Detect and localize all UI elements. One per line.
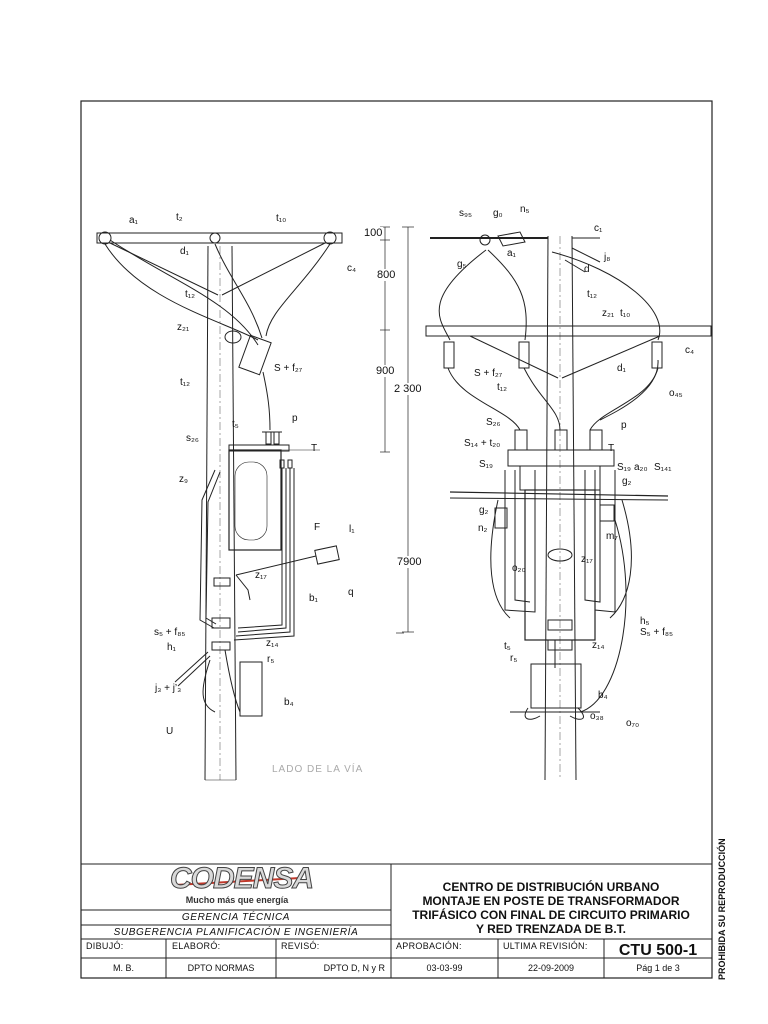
label-o38: o₃₈ (590, 711, 604, 722)
label-o45: o₄₅ (669, 388, 683, 399)
label-s26-right: S₂₆ (486, 417, 501, 428)
label-z21-right: z₂₁ (602, 308, 615, 319)
subgerencia-label: SUBGERENCIA PLANIFICACIÓN E INGENIERÍA (113, 927, 359, 938)
header-dibujo: DIBUJÓ: (86, 941, 124, 951)
label-c1: c₁ (594, 223, 603, 234)
label-d1: d₁ (180, 246, 189, 257)
drawing-title-line-1: CENTRO DE DISTRIBUCIÓN URBANO (442, 880, 660, 894)
label-t12-top: t₁₂ (185, 289, 196, 300)
label-t10: t₁₀ (276, 213, 287, 224)
dimension-100: 100 (363, 227, 384, 239)
company-logo: CODENSA (170, 862, 315, 896)
label-T-right: T (608, 443, 615, 454)
label-t5-right: t₅ (504, 641, 511, 652)
reproduction-notice: PROHIBIDA SU REPRODUCCIÓN (717, 838, 727, 980)
title-block-lines (80, 863, 713, 979)
label-T: T (311, 443, 318, 454)
label-s14-t20: S₁₄ + t₂₀ (464, 438, 501, 449)
drawing-title-line-4: Y RED TRENZADA DE B.T. (475, 922, 626, 936)
value-reviso: DPTO D, N y R (323, 963, 385, 973)
label-U: U (166, 726, 174, 737)
label-z21: z₂₁ (177, 322, 190, 333)
label-l1: l₁ (349, 524, 355, 535)
header-aprobacion: APROBACIÓN: (396, 941, 462, 951)
label-g5: g₅ (457, 259, 467, 270)
label-j8: j₈ (604, 252, 611, 263)
label-s-f27: S + f₂₇ (274, 363, 303, 374)
dimension-800: 800 (376, 269, 397, 281)
label-h1: h₁ (167, 642, 176, 653)
drawing-title-line-2: MONTAJE EN POSTE DE TRANSFORMADOR (422, 894, 680, 908)
label-o70: o₇₀ (626, 718, 640, 729)
label-g2-left: g₂ (479, 505, 489, 516)
label-s5-f85: s₅ + f₈₅ (154, 627, 186, 638)
value-dibujo: M. B. (112, 963, 134, 973)
label-s95: s₉₅ (459, 208, 472, 219)
label-d: d (584, 264, 590, 275)
label-m7: m₇ (606, 531, 618, 542)
dimension-900: 900 (375, 365, 396, 377)
label-q: q (348, 587, 354, 598)
label-a20: a₂₀ (634, 462, 648, 473)
label-g0: g₀ (493, 208, 503, 219)
label-t2: t₂ (176, 212, 183, 223)
label-t12-mid-right: t₁₂ (497, 382, 508, 393)
header-ultima-revision: ULTIMA REVISIÓN: (503, 941, 588, 951)
label-j3: j₃ + j’₃ (155, 683, 182, 694)
label-z17-right: z₁₇ (581, 554, 593, 565)
label-h5: h₅ (640, 616, 650, 627)
dimension-lines (380, 226, 414, 634)
label-b4-right: b₄ (598, 690, 608, 701)
value-ultima-revision: 22-09-2009 (527, 963, 575, 973)
value-elaboro: DPTO NORMAS (187, 963, 255, 973)
logo-tagline: Mucho más que energía (185, 895, 289, 905)
label-z14-right: z₁₄ (592, 640, 605, 651)
label-b1: b₁ (309, 593, 318, 604)
road-side-label: LADO DE LA VÍA (272, 764, 364, 775)
drawing-title-line-3: TRIFÁSICO CON FINAL DE CIRCUITO PRIMARIO (412, 908, 690, 922)
header-reviso: REVISÓ: (281, 941, 320, 951)
label-s-f27-right: S + f₂₇ (474, 368, 503, 379)
label-z17: z₁₇ (255, 570, 267, 581)
label-o20: o₂₀ (512, 563, 526, 574)
gerencia-label: GERENCIA TÉCNICA (181, 912, 291, 923)
label-p: p (292, 413, 298, 424)
left-pole-view (96, 231, 343, 781)
label-F: F (314, 522, 321, 533)
label-z14: z₁₄ (266, 638, 279, 649)
label-c4: c₄ (347, 263, 357, 274)
label-r5-right: r₅ (510, 653, 518, 664)
value-aprobacion: 03-03-99 (426, 963, 463, 973)
label-s19-left: S₁₉ (479, 459, 494, 470)
dimension-2300: 2 300 (393, 383, 423, 395)
label-s141: S₁₄₁ (654, 462, 672, 473)
header-elaboro: ELABORÓ: (172, 941, 221, 951)
label-n5: n₅ (520, 204, 530, 215)
label-z9: z₉ (179, 474, 188, 485)
drawing-code: CTU 500-1 (618, 942, 698, 959)
label-g2-right: g₂ (622, 476, 632, 487)
label-t10-right: t₁₀ (620, 308, 631, 319)
label-t12-top-right: t₁₂ (587, 289, 598, 300)
label-s5-f85-right: S₅ + f₈₅ (640, 627, 674, 638)
label-c4-right: c₄ (685, 345, 695, 356)
label-t5: t₅ (232, 419, 239, 430)
dimension-7900: 7900 (396, 556, 423, 568)
label-s26: s₂₆ (186, 433, 199, 444)
right-pole-view (425, 231, 712, 781)
label-b4: b₄ (284, 697, 294, 708)
label-n2: n₂ (478, 523, 488, 534)
page-number: Pág 1 de 3 (636, 963, 680, 973)
label-t12-mid: t₁₂ (180, 377, 191, 388)
label-r5: r₅ (267, 654, 275, 665)
label-a1-right: a₁ (507, 248, 516, 259)
logo-swoosh (174, 877, 301, 886)
label-a1: a₁ (129, 215, 138, 226)
label-p-right: p (621, 420, 627, 431)
label-d1-right: d₁ (617, 363, 626, 374)
label-s19-right: S₁₉ (617, 462, 632, 473)
